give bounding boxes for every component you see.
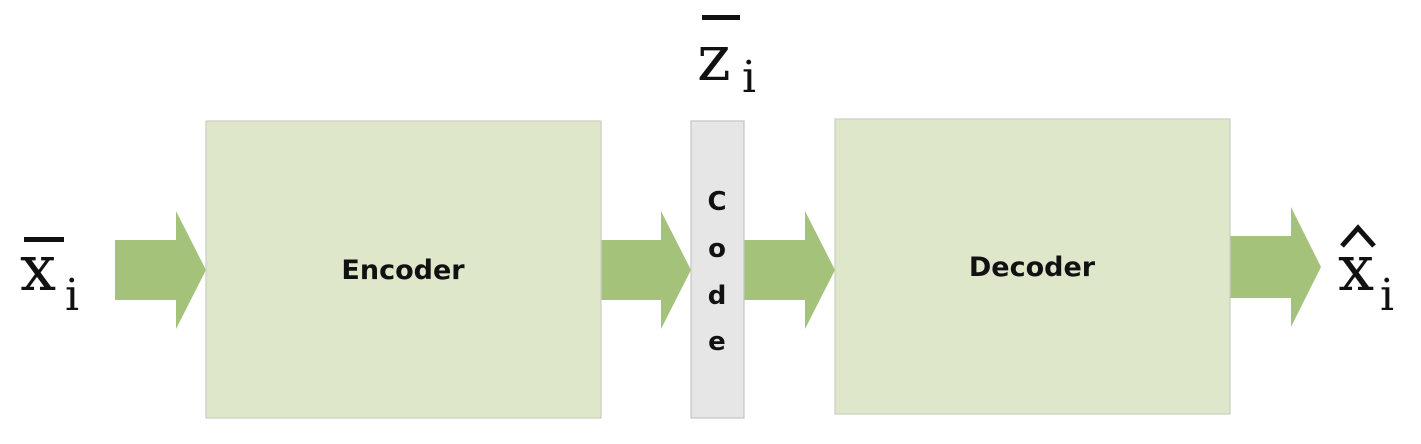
code-letter-d: d	[708, 281, 727, 311]
encoder-to-code-arrow	[601, 211, 691, 329]
output-arrow	[1230, 207, 1321, 327]
code-to-decoder-arrow	[744, 211, 835, 329]
encoder-label: Encoder	[341, 255, 465, 286]
input-symbol: x i	[20, 232, 79, 321]
code-letter-e: e	[708, 327, 726, 357]
input-symbol-subscript: i	[65, 270, 79, 321]
code-symbol-subscript: i	[742, 52, 756, 103]
code-letter-c: C	[707, 187, 726, 217]
code-letter-o: o	[708, 234, 726, 264]
code-symbol: z i	[697, 15, 756, 103]
output-symbol: x i	[1338, 224, 1394, 321]
output-symbol-hat	[1340, 224, 1376, 248]
code-symbol-bar	[702, 15, 740, 20]
input-symbol-letter: x	[20, 232, 56, 306]
input-symbol-bar	[24, 237, 64, 242]
output-symbol-subscript: i	[1380, 270, 1394, 321]
code-symbol-letter: z	[697, 22, 731, 96]
encoder-block	[205, 120, 602, 419]
decoder-label: Decoder	[969, 252, 1096, 283]
decoder-block	[834, 118, 1231, 415]
code-block	[690, 120, 745, 419]
input-arrow	[115, 211, 206, 329]
